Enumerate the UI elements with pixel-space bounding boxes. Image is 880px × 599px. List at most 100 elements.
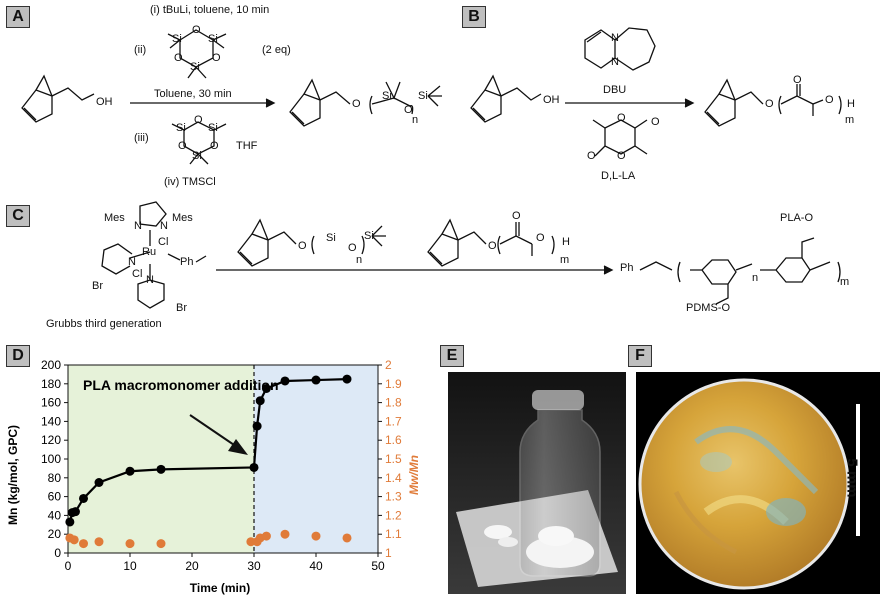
grubbs-cl-1: Cl	[158, 236, 169, 248]
product-a-n: n	[412, 114, 419, 126]
lactide-o-4: O	[587, 150, 596, 162]
scheme-c-structures	[101, 201, 841, 309]
monomer-pdms-o: O	[298, 240, 307, 252]
mn-series-points	[65, 374, 352, 527]
monomer-pdms-c	[237, 218, 386, 267]
dispersity-point-1	[69, 535, 79, 545]
ring-ii-si-1: Si	[172, 33, 182, 45]
cyclotrisiloxane-ring-iii	[171, 121, 227, 165]
x-tick-label-2: 20	[185, 559, 199, 573]
right-tick-label-4: 1.4	[385, 471, 402, 485]
scheme-a-thf: THF	[236, 140, 258, 152]
product-pdms-macromonomer	[289, 78, 442, 127]
right-tick-label-8: 1.8	[385, 396, 402, 410]
dispersity-point-9	[261, 531, 271, 541]
right-tick-label-5: 1.5	[385, 452, 402, 466]
polymer-pdms-o: PDMS-O	[686, 302, 730, 314]
product-pla-macromonomer	[704, 78, 842, 127]
left-tick-label-4: 80	[48, 471, 62, 485]
mn-point-6	[156, 464, 166, 474]
mn-point-11	[280, 376, 290, 386]
annotation-arrow	[189, 414, 248, 455]
grubbs-caption: Grubbs third generation	[46, 318, 162, 330]
ring-ii-o-2: O	[174, 52, 183, 64]
dispersity-point-10	[280, 529, 290, 539]
x-tick-label-4: 40	[309, 559, 323, 573]
left-tick-label-10: 200	[41, 358, 61, 372]
mn-point-13	[342, 374, 352, 384]
ring-iii-o-3: O	[210, 140, 219, 152]
lactide-o-2: O	[617, 150, 626, 162]
right-tick-label-2: 1.2	[385, 508, 402, 522]
right-tick-label-3: 1.3	[385, 490, 402, 504]
reaction-arrow-b	[565, 98, 695, 108]
product-b-m: m	[845, 114, 855, 126]
left-tick-label-2: 40	[48, 508, 62, 522]
grubbs-br-1: Br	[92, 280, 103, 292]
panel-label-c: C	[6, 205, 30, 227]
region-before-addition	[68, 365, 254, 553]
scheme-a-step-ii: (ii)	[134, 44, 147, 56]
photo-vial	[448, 372, 626, 594]
x-tick-label-0: 0	[65, 559, 72, 573]
right-tick-label-1: 1.1	[385, 527, 402, 541]
mn-point-10	[261, 384, 271, 393]
right-tick-label-10: 2	[385, 358, 392, 372]
grubbs-n-3: N	[128, 256, 136, 268]
disc-image	[638, 378, 860, 590]
panel-label-a: A	[6, 6, 30, 28]
dbu-structure	[584, 27, 656, 71]
polymer-m: m	[840, 276, 850, 288]
monomer-pdms-si-1: Si	[326, 232, 336, 244]
x-axis-label: Time (min)	[190, 581, 250, 595]
scheme-b: N N DBU OH O O O O D,L-LA O O O H m	[455, 0, 880, 200]
scheme-b-structures	[470, 27, 842, 157]
grubbs-ru: Ru	[142, 246, 157, 258]
grubbs-ph: Ph	[180, 256, 194, 268]
scheme-b-catalyst: DBU	[603, 84, 627, 96]
mn-point-2	[70, 507, 80, 517]
left-axis-label: Mn (kg/mol, GPC)	[6, 425, 20, 525]
left-tick-label-1: 20	[48, 527, 62, 541]
right-tick-label-9: 1.9	[385, 377, 402, 391]
scheme-b-monomer: D,L-LA	[601, 170, 636, 182]
grubbs-n-1: N	[134, 220, 142, 232]
dispersity-point-4	[125, 539, 135, 549]
mn-point-4	[94, 478, 104, 487]
panel-label-d: D	[6, 345, 30, 367]
ring-ii-si-3: Si	[190, 61, 200, 73]
right-tick-label-7: 1.7	[385, 414, 402, 428]
ring-iii-si-1: Si	[176, 122, 186, 134]
scheme-a-eq: (2 eq)	[262, 44, 291, 56]
right-axis-label: Mw/Mn	[407, 455, 420, 495]
monomer-pdms-o-2: O	[348, 242, 357, 254]
mn-point-7	[249, 462, 259, 472]
scheme-a-step-iii: (iii)	[134, 132, 149, 144]
scheme-a-oh: OH	[96, 96, 113, 108]
dbu-n-2: N	[611, 56, 619, 68]
ring-iii-si-2: Si	[208, 122, 218, 134]
scheme-b-oh: OH	[543, 94, 560, 106]
panel-label-e: E	[440, 345, 464, 367]
left-tick-label-7: 140	[41, 414, 61, 428]
dispersity-point-3	[94, 537, 104, 547]
panel-label-b: B	[462, 6, 486, 28]
polymer-pla-o: PLA-O	[780, 212, 814, 224]
monomer-pla-o-2: O	[512, 210, 521, 222]
photo-disc-panel	[636, 372, 880, 594]
left-tick-label-0: 0	[54, 546, 61, 560]
grubbs-cl-2: Cl	[132, 268, 143, 280]
scheme-c: Mes N N Mes Ru Cl N Cl N Ph Br Br Grubbs…	[0, 200, 880, 340]
product-a-o-2: O	[404, 104, 413, 116]
reaction-arrow-c	[216, 265, 614, 275]
scheme-a-step-iv: (iv) TMSCl	[164, 176, 216, 188]
dispersity-point-5	[156, 539, 166, 549]
ring-iii-o-1: O	[194, 114, 203, 126]
grubbs-mes-2: Mes	[172, 212, 193, 224]
left-tick-label-8: 160	[41, 396, 61, 410]
monomer-pla-m: m	[560, 254, 570, 266]
grubbs-n-2: N	[160, 220, 168, 232]
mn-point-0	[65, 517, 75, 527]
monomer-pla-c	[427, 218, 555, 267]
scheme-a-solvent: Toluene, 30 min	[154, 88, 232, 100]
